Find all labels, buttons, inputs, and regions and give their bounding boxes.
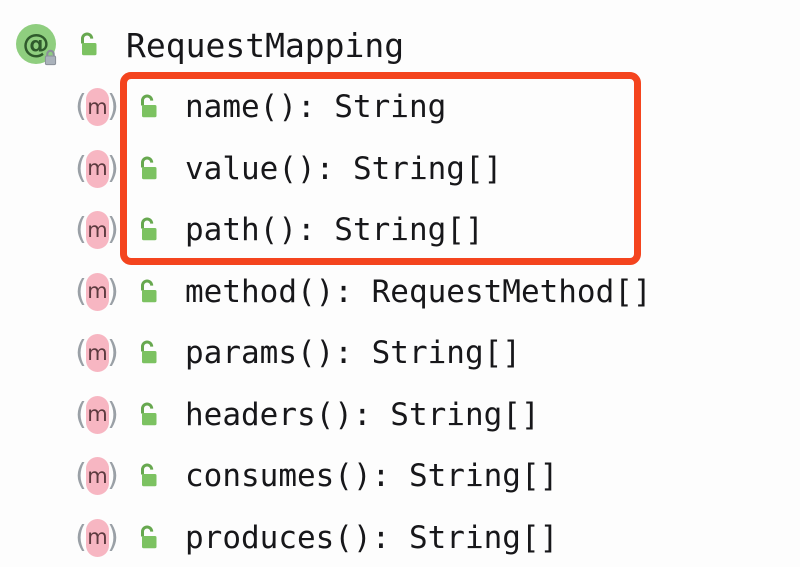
method-icon-pill [86, 457, 109, 495]
method-icon-pill [86, 272, 109, 311]
member-row[interactable]: ()m method(): RequestMethod[] [74, 261, 652, 323]
method-icon-paren-right: ) [107, 519, 119, 555]
method-icon-letter: m [87, 94, 108, 119]
member-row[interactable]: ()m name(): String [74, 76, 446, 138]
method-icon-paren-left: ( [75, 150, 87, 186]
method-icon-paren-right: ) [107, 396, 119, 432]
member-row[interactable]: ()m consumes(): String[] [74, 445, 558, 507]
method-icon-pill [86, 518, 109, 557]
method-icon: ()m [74, 392, 120, 438]
method-icon-letter: m [87, 525, 108, 549]
unlock-public-icon [131, 459, 165, 493]
method-icon-paren-right: ) [107, 458, 119, 493]
unlock-public-icon [131, 90, 165, 124]
method-icon-pill [86, 211, 109, 249]
annotation-at-icon: @ [14, 22, 60, 68]
member-row[interactable]: ()m produces(): String[] [74, 507, 558, 569]
method-icon-paren-right: ) [107, 150, 119, 186]
unlock-public-icon [131, 275, 165, 309]
unlock-public-icon [131, 398, 165, 432]
method-icon-paren-left: ( [75, 273, 87, 309]
method-icon: ()m [74, 84, 120, 130]
method-icon-paren-left: ( [75, 519, 87, 555]
method-icon-pill [86, 88, 109, 126]
method-icon-paren-right: ) [107, 89, 119, 124]
method-icon-paren-left: ( [75, 89, 87, 124]
annotation-header-row[interactable]: @ RequestMapping [14, 14, 404, 76]
annotation-name: RequestMapping [126, 25, 405, 65]
member-row[interactable]: ()m value(): String[] [74, 138, 502, 200]
method-icon: ()m [74, 146, 120, 192]
member-signature: headers(): String[] [185, 396, 540, 433]
method-icon: ()m [74, 330, 120, 376]
method-icon-pill [86, 334, 109, 372]
method-icon: ()m [74, 269, 120, 315]
member-row[interactable]: ()m params(): String[] [74, 322, 521, 384]
annotation-at-symbol: @ [22, 28, 50, 60]
unlock-public-icon [131, 152, 165, 186]
method-icon-pill [86, 149, 109, 188]
member-signature: consumes(): String[] [185, 458, 559, 494]
locked-padlock-badge [41, 48, 60, 67]
method-icon-paren-left: ( [75, 396, 87, 432]
unlock-public-icon [71, 28, 105, 62]
unlock-public-icon [131, 521, 165, 555]
member-signature: produces(): String[] [185, 519, 559, 556]
method-icon-paren-right: ) [107, 335, 119, 370]
method-icon-paren-right: ) [107, 212, 119, 247]
method-icon-paren-left: ( [75, 458, 87, 493]
member-signature: value(): String[] [185, 150, 503, 187]
method-icon-letter: m [87, 463, 108, 488]
method-icon: ()m [74, 453, 120, 499]
unlock-public-icon [131, 213, 165, 247]
method-icon-pill [86, 395, 109, 434]
method-icon-paren-left: ( [75, 212, 87, 247]
member-signature: name(): String [185, 89, 447, 125]
method-icon-letter: m [87, 217, 108, 242]
member-row[interactable]: ()m headers(): String[] [74, 384, 540, 446]
member-signature: method(): RequestMethod[] [185, 273, 652, 310]
member-row[interactable]: ()m path(): String[] [74, 199, 484, 261]
member-signature: params(): String[] [185, 335, 521, 371]
method-icon-letter: m [87, 340, 108, 365]
method-icon: ()m [74, 207, 120, 253]
unlock-public-icon [131, 336, 165, 370]
method-icon-letter: m [87, 402, 108, 426]
method-icon-letter: m [87, 279, 108, 303]
method-icon-letter: m [87, 156, 108, 180]
method-icon-paren-left: ( [75, 335, 87, 370]
method-icon: ()m [74, 515, 120, 561]
member-signature: path(): String[] [185, 212, 484, 248]
method-icon-paren-right: ) [107, 273, 119, 309]
